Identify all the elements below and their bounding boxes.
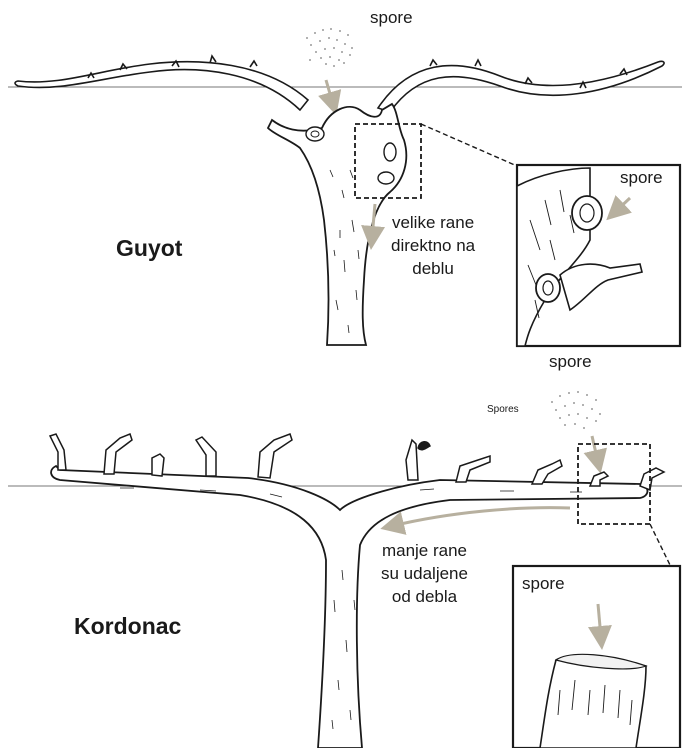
spore-cloud-middle [551, 391, 601, 429]
guyot-wound-line-2: direktno na [391, 234, 475, 257]
spore-arrow-middle [592, 436, 598, 462]
kordonac-wound-text: manje rane su udaljene od debla [381, 539, 468, 608]
kordonac-inset-spore-label: spore [522, 574, 565, 594]
spores-small-label: Spores [487, 404, 519, 415]
guyot-left-cane [15, 56, 308, 110]
spore-cloud-top [306, 28, 353, 67]
guyot-wound-line-1: velike rane [391, 211, 475, 234]
kordonac-title: Kordonac [74, 613, 181, 640]
kordonac-wound-line-3: od debla [381, 585, 468, 608]
kordonac-wound-arrow [392, 508, 570, 526]
guyot-inset-spore-label: spore [620, 168, 663, 188]
spore-label-top: spore [370, 8, 413, 28]
kordonac-wound-line-2: su udaljene [381, 562, 468, 585]
guyot-trunk [268, 104, 406, 345]
guyot-title: Guyot [116, 235, 182, 262]
kordonac-wound-line-1: manje rane [381, 539, 468, 562]
guyot-zoom-leader [421, 124, 517, 166]
spore-label-middle: spore [549, 352, 592, 372]
guyot-wound-text: velike rane direktno na deblu [391, 211, 475, 280]
guyot-wound-line-3: deblu [391, 257, 475, 280]
spore-arrow-top [326, 80, 333, 104]
kordonac-zoom-leader [650, 524, 670, 565]
guyot-right-cane [378, 60, 664, 112]
guyot-inset [517, 165, 680, 346]
